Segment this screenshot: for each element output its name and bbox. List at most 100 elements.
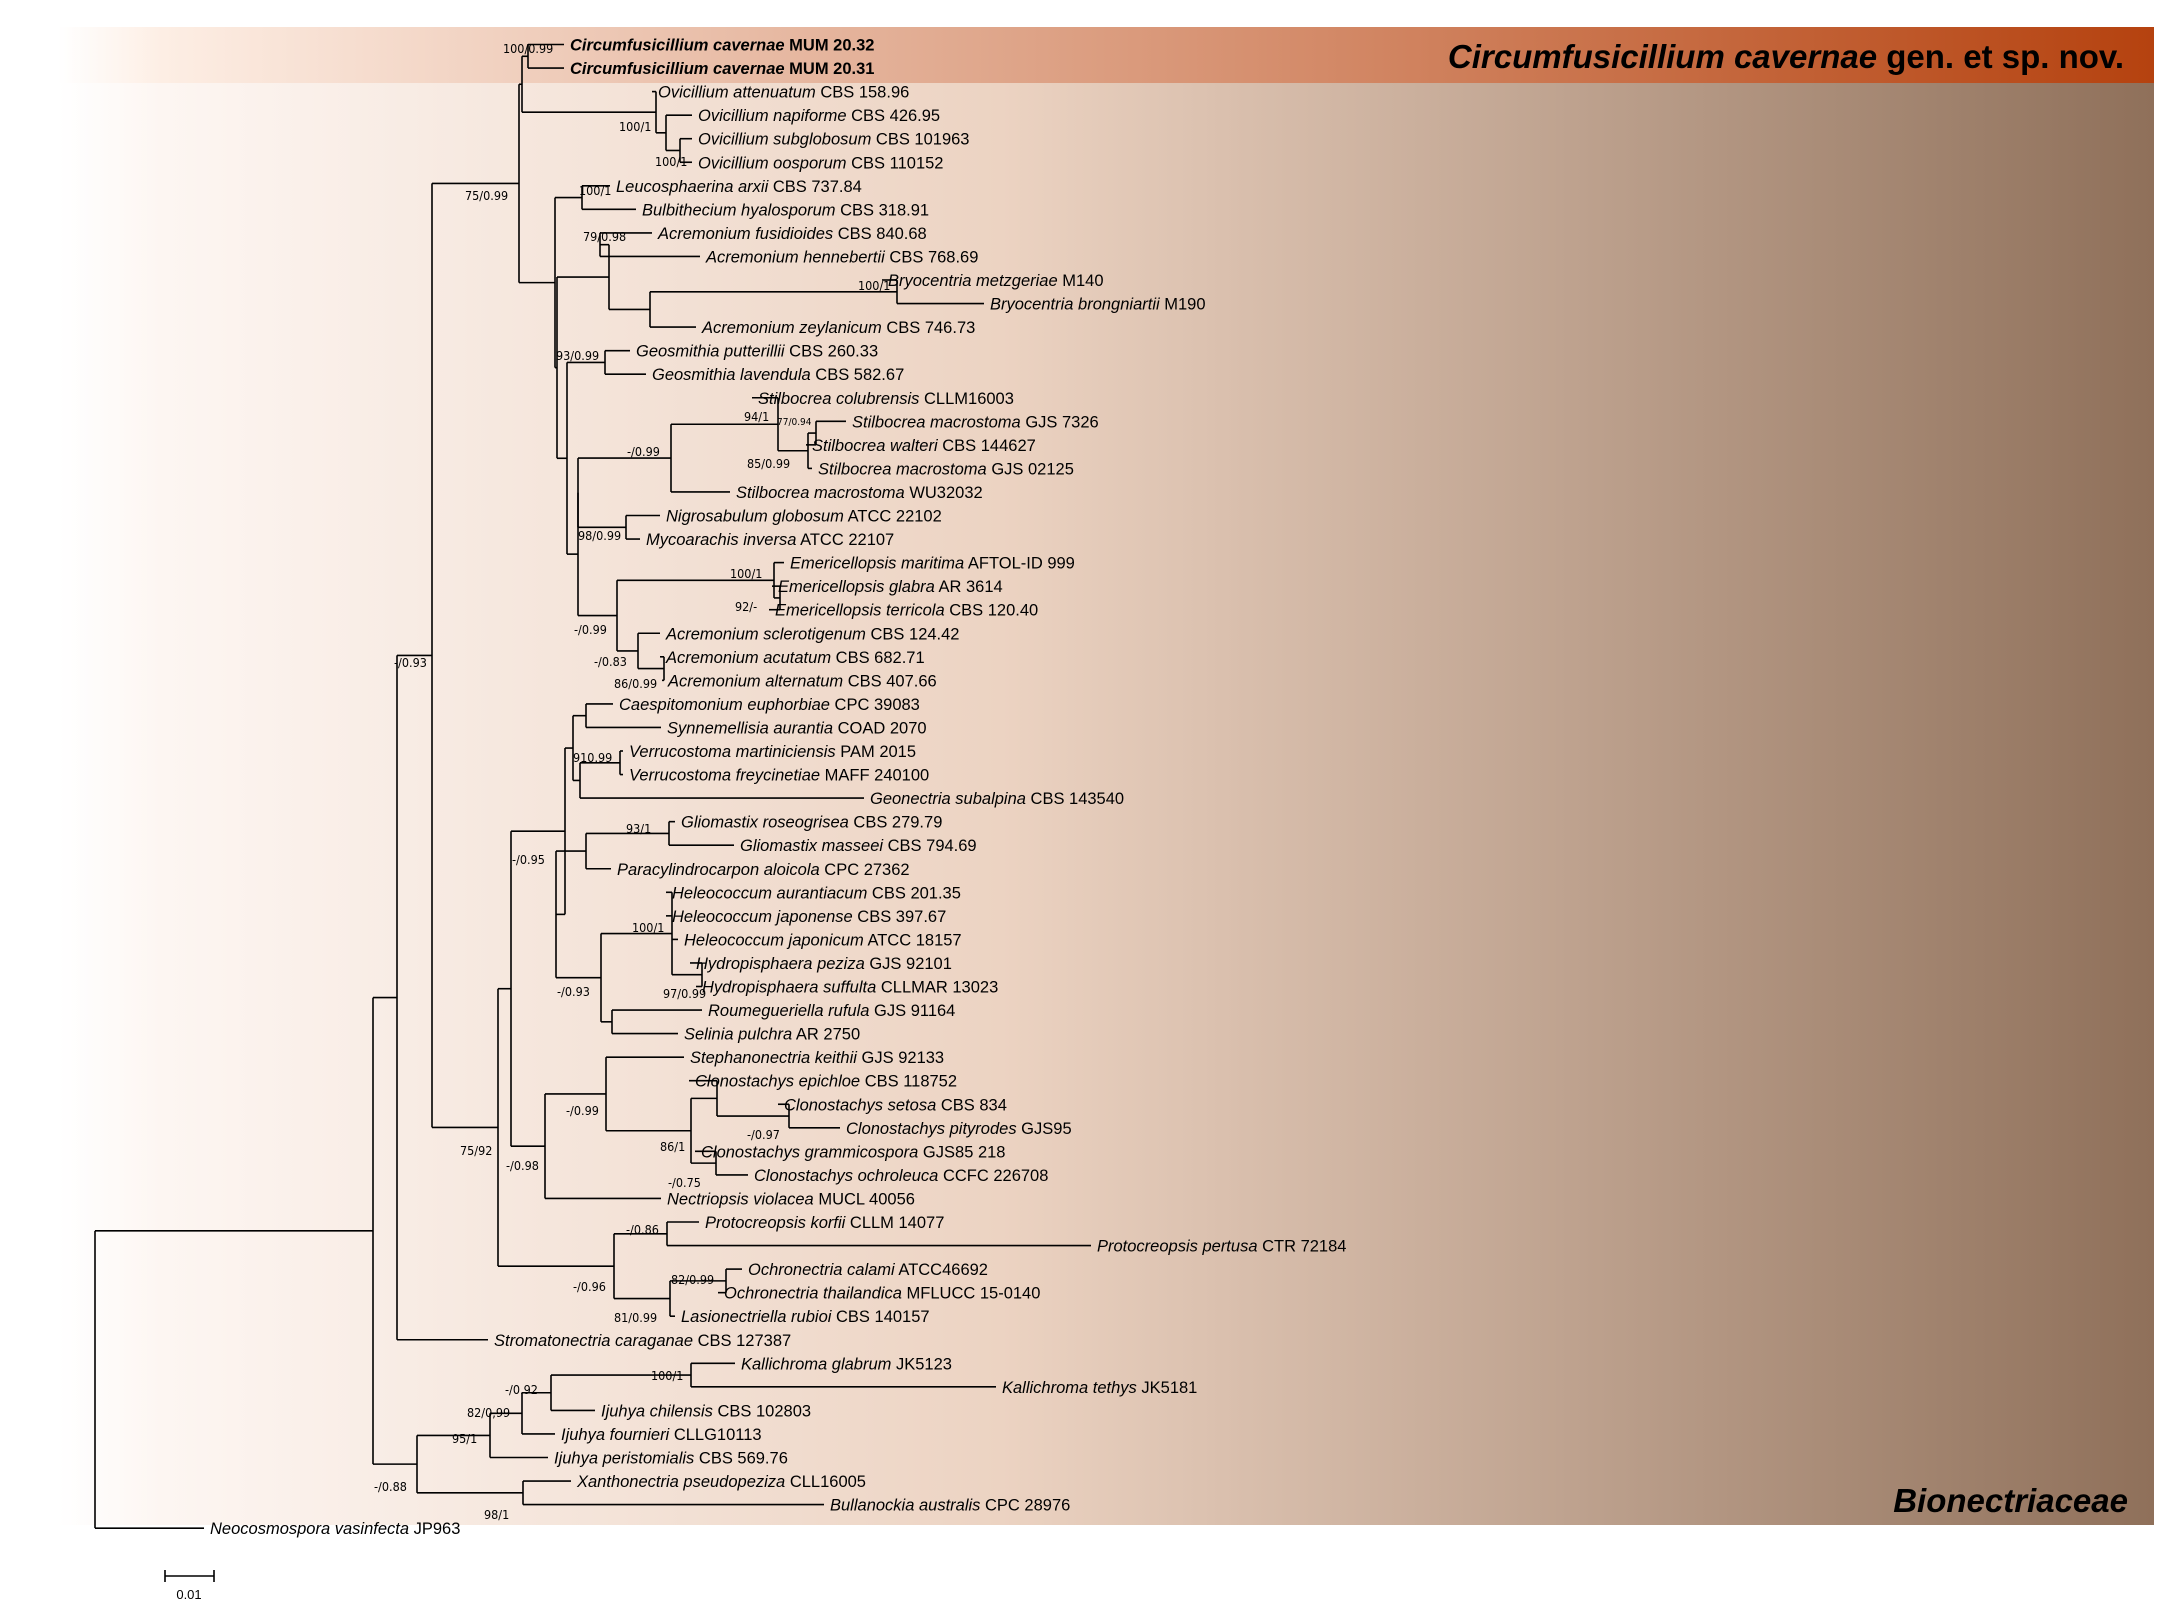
strain-code: CLLG10113 [669,1426,761,1444]
taxon-name: Clonostachys setosa [784,1096,936,1114]
taxon-name: Selinia pulchra [684,1026,792,1044]
strain-code: CBS 144627 [938,437,1036,455]
taxon-name: Stilbocrea walteri [812,437,939,455]
tip-label: Xanthonectria pseudopeziza CLL16005 [576,1473,866,1491]
taxon-name: Stilbocrea colubrensis [758,390,919,408]
tip-label: Bryocentria brongniartii M190 [990,296,1206,314]
taxon-name: Stilbocrea macrostoma [736,484,905,502]
taxon-name: Ijuhya fournieri [561,1426,671,1444]
strain-code: CBS 737.84 [768,178,862,196]
strain-code: CLLM 14077 [845,1214,944,1232]
strain-code: CBS 840.68 [833,225,927,243]
taxon-name: Leucosphaerina arxii [616,178,770,196]
support-value: 93/0.99 [556,348,599,363]
taxon-name: Stilbocrea macrostoma [818,460,987,478]
tip-label: Emericellopsis maritima AFTOL-ID 999 [790,555,1075,573]
support-value: 86/0.99 [614,676,657,691]
taxon-name: Acremonium zeylanicum [701,319,882,337]
strain-code: ATCC 18157 [864,931,962,949]
strain-code: CBS 143540 [1026,790,1124,808]
taxon-name: Acremonium sclerotigenum [665,625,866,643]
tip-label: Gliomastix roseogrisea CBS 279.79 [681,814,942,832]
support-value: 82/0,99 [467,1405,510,1420]
taxon-name: Clonostachys pityrodes [846,1120,1017,1138]
strain-code: CBS 682.71 [831,649,925,667]
strain-code: CBS 201.35 [867,884,961,902]
support-value: 92/- [735,599,757,614]
tip-label: Selinia pulchra AR 2750 [684,1026,860,1044]
tip-label: Neocosmospora vasinfecta JP963 [210,1520,460,1538]
tip-label: Ochronectria calami ATCC46692 [748,1261,988,1279]
strain-code: CBS 397.67 [853,908,947,926]
strain-code: CBS 124.42 [866,625,960,643]
strain-code: CBS 260.33 [785,343,879,361]
support-value: 86/1 [660,1139,685,1154]
tip-label: Mycoarachis inversa ATCC 22107 [646,531,894,549]
taxon-name: Hydropisphaera suffulta [702,979,876,997]
strain-code: CCFC 226708 [938,1167,1048,1185]
tip-label: Bulbithecium hyalosporum CBS 318.91 [642,201,929,219]
strain-code: JK5123 [891,1355,952,1373]
strain-code: CLL16005 [785,1473,866,1491]
strain-code: GJS85 218 [918,1143,1005,1161]
strain-code: CBS 746.73 [882,319,976,337]
support-value: -/0.95 [512,852,545,867]
support-value: 100/1 [579,183,611,198]
scale-bar: 0.01 [164,1570,215,1602]
taxon-name: Circumfusicillium cavernae [570,37,785,55]
taxon-name: Protocreopsis pertusa [1097,1238,1258,1256]
taxon-name: Acremonium acutatum [665,649,831,667]
tip-label: Acremonium fusidioides CBS 840.68 [657,225,927,243]
strain-code: CBS 127387 [693,1332,791,1350]
strain-code: ATCC 22107 [796,531,894,549]
strain-code: CPC 39083 [830,696,920,714]
tip-label: Synnemellisia aurantia COAD 2070 [667,719,927,737]
strain-code: ATCC46692 [895,1261,988,1279]
taxon-name: Caespitomonium euphorbiae [619,696,830,714]
strain-code: CBS 426.95 [847,107,941,125]
support-value: 100/0.99 [503,41,553,56]
support-value: 100/1 [730,566,762,581]
support-value: 100/1 [632,920,664,935]
support-value: -/0.93 [557,984,590,999]
support-value: -/0.88 [374,1479,407,1494]
strain-code: GJS95 [1017,1120,1072,1138]
strain-code: CBS 834 [936,1096,1007,1114]
strain-code: CBS 768.69 [885,248,979,266]
strain-code: CBS 279.79 [849,814,943,832]
taxon-name: Verrucostoma freycinetiae [629,767,820,785]
strain-code: CBS 118752 [860,1073,957,1091]
taxon-name: Circumfusicillium cavernae [570,60,785,78]
support-value: 100/1 [858,278,890,293]
tip-label: Heleococcum aurantiacum CBS 201.35 [672,884,961,902]
taxon-name: Ovicillium napiforme [698,107,847,125]
support-value: 95/1 [452,1431,477,1446]
taxon-name: Mycoarachis inversa [646,531,796,549]
circumfusicillium-band [58,27,2154,83]
support-value: -/0.86 [626,1222,659,1237]
taxon-name: Stromatonectria caraganae [494,1332,693,1350]
tip-label: Stilbocrea macrostoma WU32032 [736,484,983,502]
taxon-name: Acremonium alternatum [667,672,843,690]
taxon-name: Kallichroma tethys [1002,1379,1137,1397]
taxon-name: Heleococcum japonense [672,908,853,926]
strain-code: AR 3614 [935,578,1003,596]
taxon-name: Synnemellisia aurantia [667,719,833,737]
strain-code: MUM 20.32 [785,37,875,55]
strain-code: ATCC 22102 [844,508,942,526]
tip-label: Ovicillium subglobosum CBS 101963 [698,131,969,149]
taxon-name: Gliomastix roseogrisea [681,814,849,832]
tip-label: Ovicillium napiforme CBS 426.95 [698,107,940,125]
tip-label: Ijuhya chilensis CBS 102803 [601,1402,811,1420]
taxon-name: Gliomastix masseei [740,837,884,855]
strain-code: GJS 92133 [857,1049,944,1067]
tip-label: Verrucostoma martiniciensis PAM 2015 [629,743,916,761]
taxon-name: Bulbithecium hyalosporum [642,201,836,219]
tip-label: Stilbocrea walteri CBS 144627 [812,437,1036,455]
tip-label: Clonostachys pityrodes GJS95 [846,1120,1072,1138]
support-value: 81/0.99 [614,1310,657,1325]
support-value: -/0.99 [627,444,660,459]
taxon-name: Neocosmospora vasinfecta [210,1520,409,1538]
strain-code: JK5181 [1137,1379,1198,1397]
